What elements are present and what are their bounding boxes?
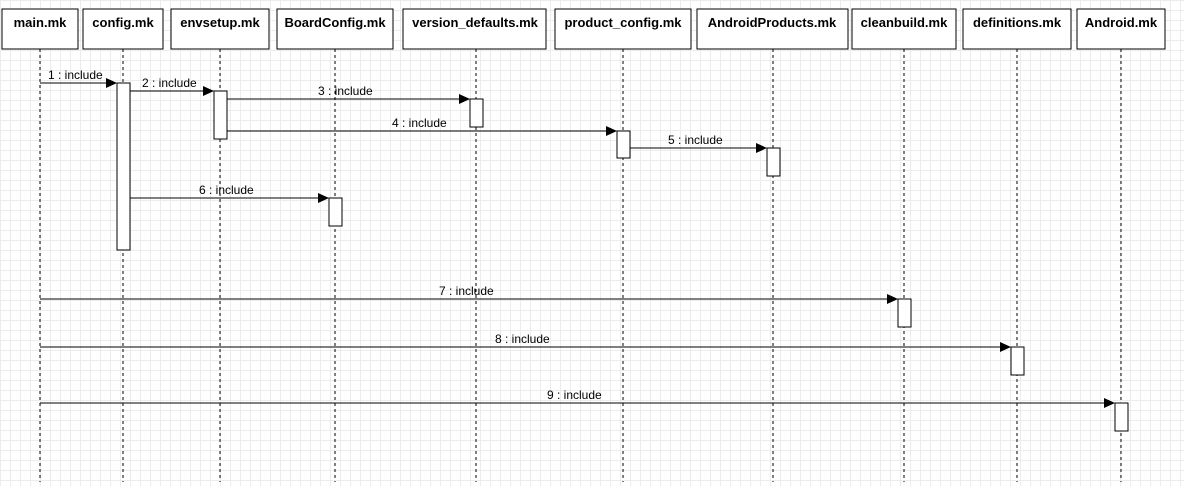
participant-box-definitions[interactable]	[962, 8, 1072, 50]
message-5[interactable]: 5 : include	[630, 133, 767, 153]
activation-definitions	[1010, 346, 1025, 376]
message-label: 8 : include	[495, 332, 550, 346]
participant-android[interactable]: Android.mk	[1076, 8, 1166, 482]
message-9[interactable]: 9 : include	[40, 388, 1115, 408]
participant-box-main[interactable]	[1, 8, 79, 50]
participant-label-config: config.mk	[92, 15, 154, 30]
message-label: 3 : include	[318, 84, 373, 98]
arrowhead-icon	[1000, 342, 1011, 352]
participant-label-definitions: definitions.mk	[973, 15, 1062, 30]
participant-main[interactable]: main.mk	[1, 8, 79, 482]
arrowhead-icon	[606, 126, 617, 136]
participant-label-boardconfig: BoardConfig.mk	[284, 15, 386, 30]
participant-boardconfig[interactable]: BoardConfig.mk	[276, 8, 394, 482]
message-7[interactable]: 7 : include	[40, 284, 898, 304]
participant-cleanbuild[interactable]: cleanbuild.mk	[851, 8, 957, 482]
arrowhead-icon	[756, 143, 767, 153]
activation-boardconfig	[328, 197, 343, 227]
arrowhead-icon	[1104, 398, 1115, 408]
participant-androidproducts[interactable]: AndroidProducts.mk	[696, 8, 849, 482]
participant-box-config[interactable]	[82, 8, 164, 50]
activation-product-config	[616, 130, 631, 159]
message-label: 5 : include	[668, 133, 723, 147]
message-label: 7 : include	[439, 284, 494, 298]
arrowhead-icon	[106, 78, 117, 88]
participant-label-main: main.mk	[14, 15, 68, 30]
participant-definitions[interactable]: definitions.mk	[962, 8, 1072, 482]
message-label: 4 : include	[392, 116, 447, 130]
message-6[interactable]: 6 : include	[130, 183, 329, 203]
message-3[interactable]: 3 : include	[227, 84, 470, 104]
message-label: 6 : include	[199, 183, 254, 197]
activation-cleanbuild	[897, 298, 912, 328]
message-2[interactable]: 2 : include	[130, 76, 214, 96]
message-label: 9 : include	[547, 388, 602, 402]
participant-box-product-config[interactable]	[554, 8, 692, 50]
arrowhead-icon	[887, 294, 898, 304]
activation-android	[1114, 402, 1129, 432]
participant-product-config[interactable]: product_config.mk	[554, 8, 692, 482]
participant-envsetup[interactable]: envsetup.mk	[170, 8, 270, 482]
activation-envsetup	[213, 90, 228, 140]
message-label: 1 : include	[48, 68, 103, 82]
activation-version-defaults	[469, 98, 484, 128]
participant-box-android[interactable]	[1076, 8, 1166, 50]
participant-label-androidproducts: AndroidProducts.mk	[708, 15, 837, 30]
message-label: 2 : include	[142, 76, 197, 90]
participant-box-androidproducts[interactable]	[696, 8, 849, 50]
message-4[interactable]: 4 : include	[227, 116, 617, 136]
participant-label-product-config: product_config.mk	[564, 15, 682, 30]
participant-label-version-defaults: version_defaults.mk	[412, 15, 538, 30]
activation-androidproducts	[766, 147, 781, 177]
arrowhead-icon	[318, 193, 329, 203]
participant-version-defaults[interactable]: version_defaults.mk	[402, 8, 547, 482]
participant-label-envsetup: envsetup.mk	[180, 15, 260, 30]
participant-box-boardconfig[interactable]	[276, 8, 394, 50]
participant-config[interactable]: config.mk	[82, 8, 164, 482]
participant-box-envsetup[interactable]	[170, 8, 270, 50]
participant-box-version-defaults[interactable]	[402, 8, 547, 50]
participant-label-android: Android.mk	[1085, 15, 1158, 30]
participant-box-cleanbuild[interactable]	[851, 8, 957, 50]
message-1[interactable]: 1 : include	[40, 68, 117, 88]
message-8[interactable]: 8 : include	[40, 332, 1011, 352]
activation-config	[116, 82, 131, 251]
arrowhead-icon	[203, 86, 214, 96]
participant-label-cleanbuild: cleanbuild.mk	[861, 15, 948, 30]
arrowhead-icon	[459, 94, 470, 104]
